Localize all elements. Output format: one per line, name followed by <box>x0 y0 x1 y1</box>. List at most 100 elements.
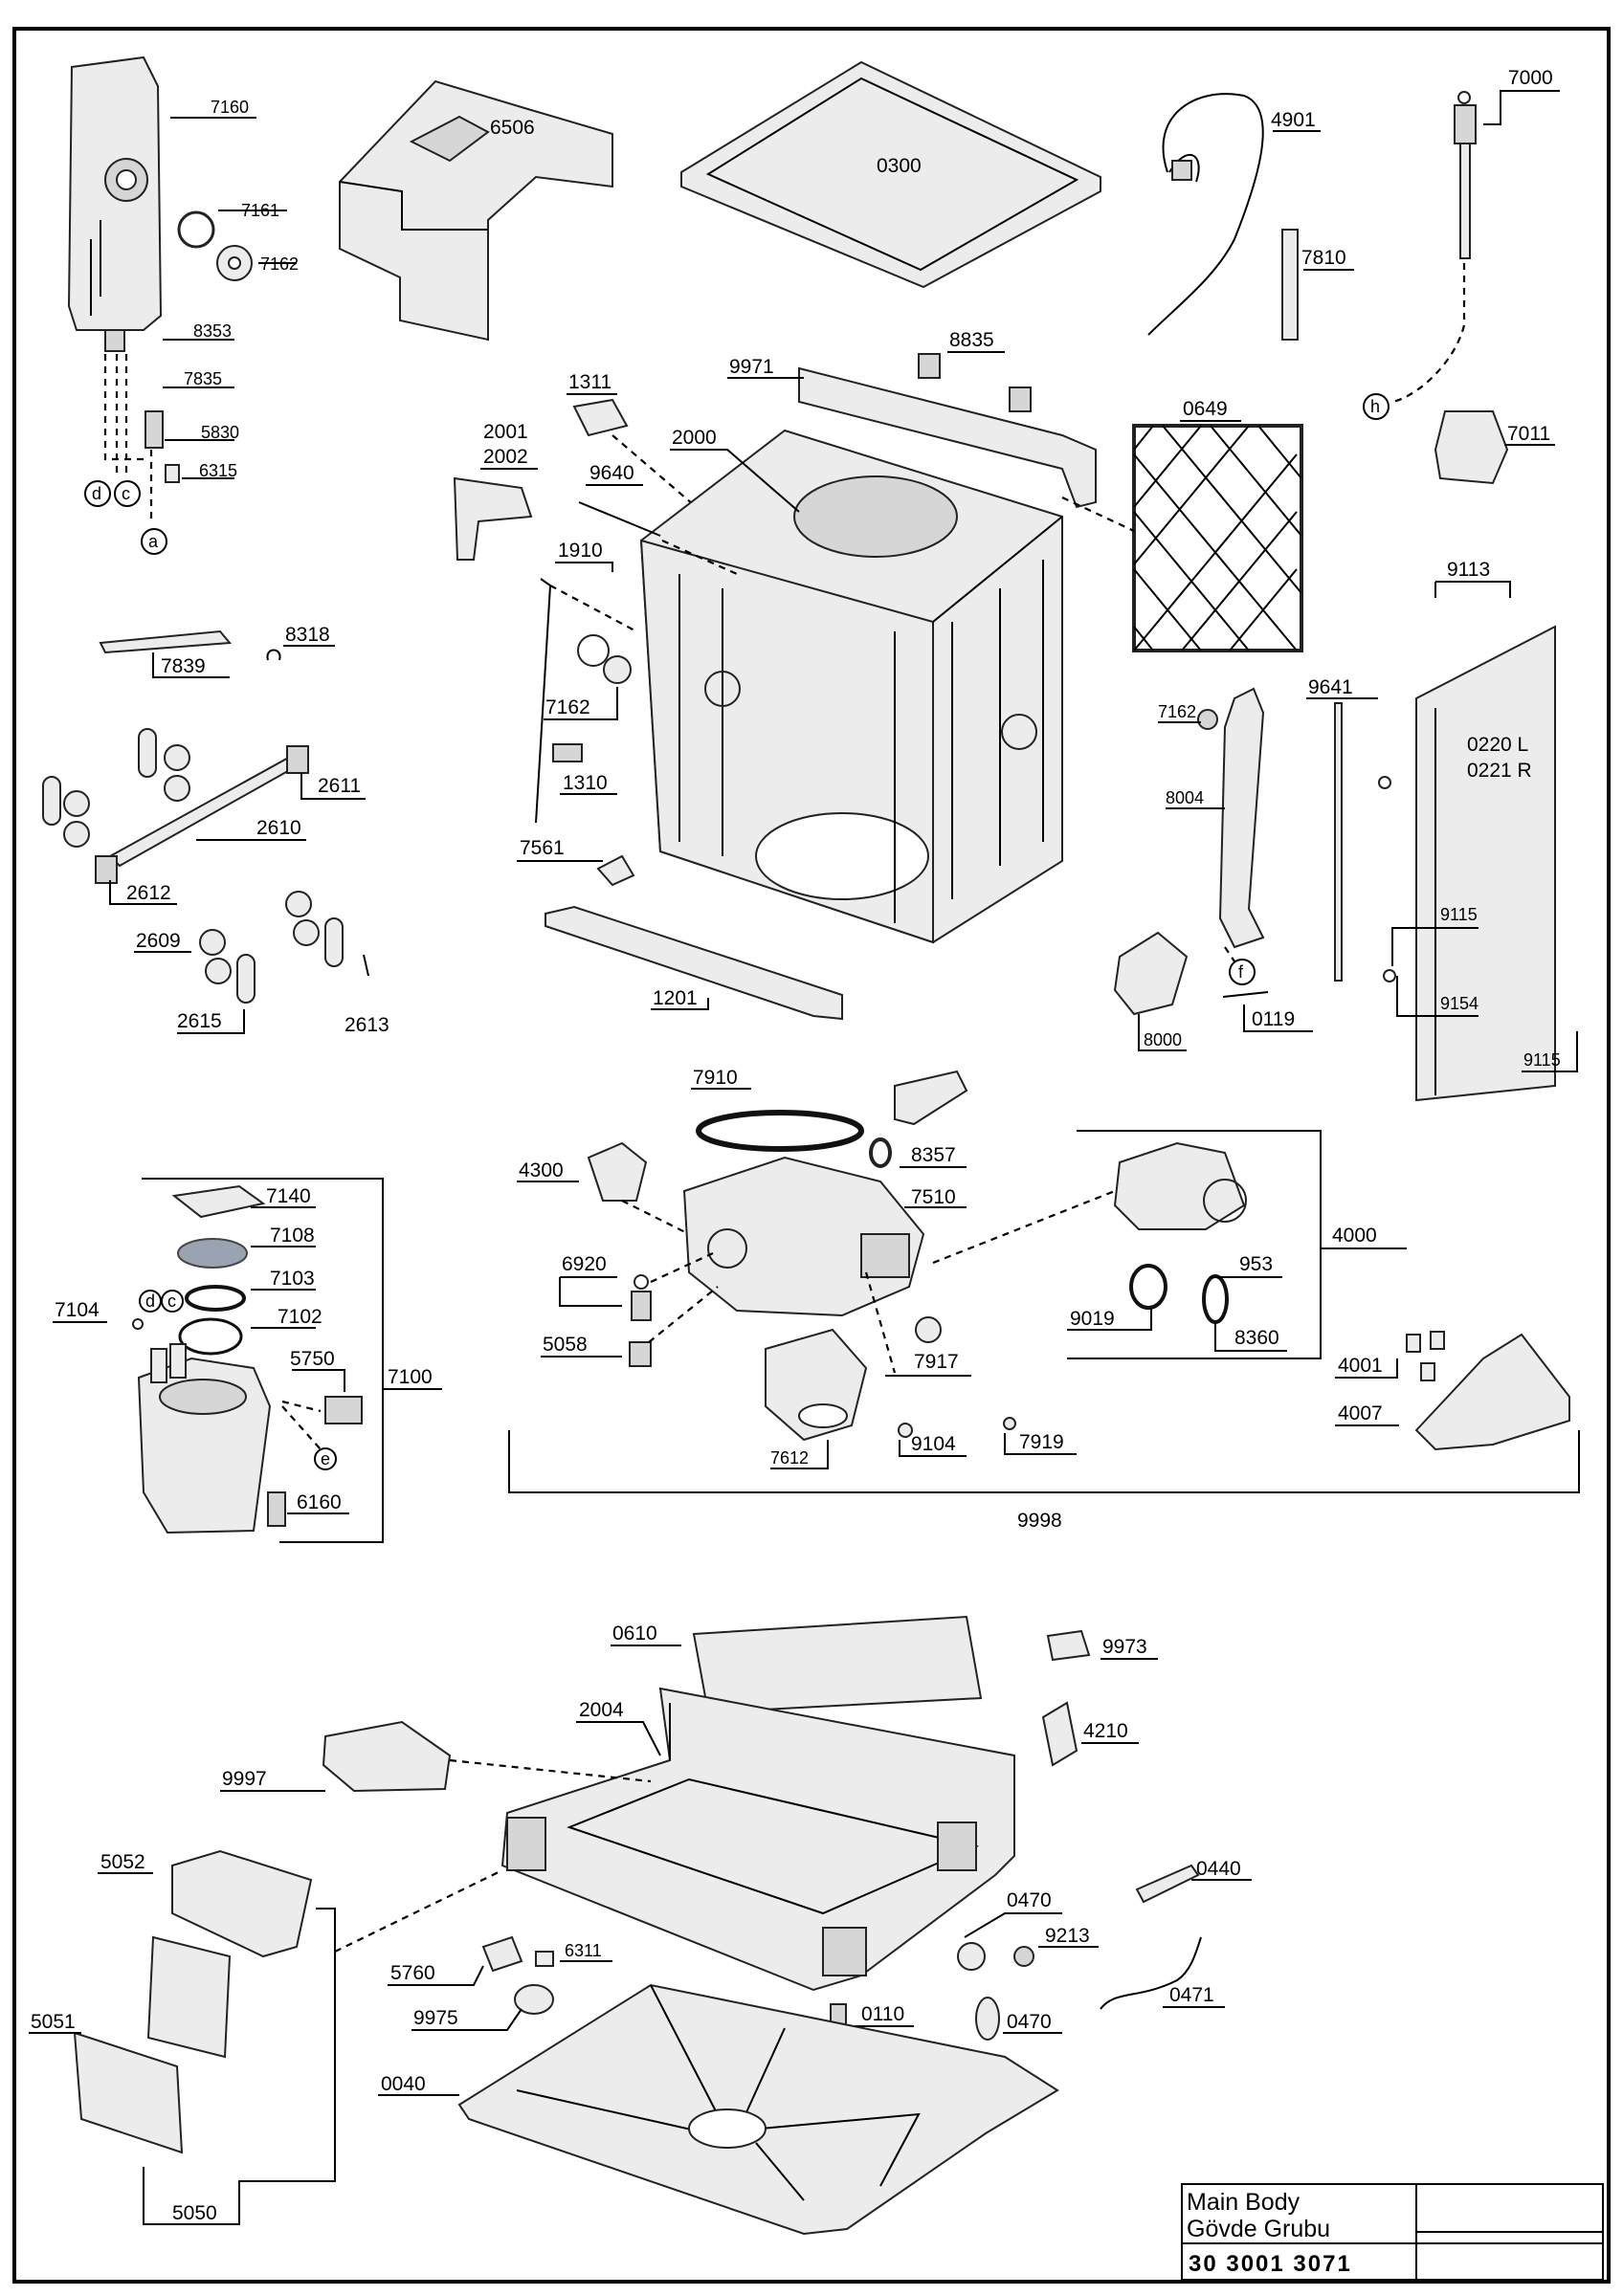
marker-d-label: d <box>92 484 101 503</box>
label-8357: 8357 <box>911 1144 956 1166</box>
label-2001: 2001 <box>483 421 528 443</box>
wheel-set-right <box>199 891 344 1004</box>
part-7108-seal <box>177 1238 248 1269</box>
title-block <box>1181 2183 1604 2281</box>
marker-c-label: c <box>122 484 130 503</box>
part-7102-ring <box>178 1317 243 1356</box>
label-4300: 4300 <box>519 1159 564 1181</box>
label-0110: 0110 <box>861 2003 904 2025</box>
label-2000: 2000 <box>672 427 717 449</box>
part-2611-end-cap <box>286 745 309 774</box>
part-0300-worktop <box>680 60 1101 289</box>
label-2613: 2613 <box>345 1014 389 1036</box>
label-9019: 9019 <box>1070 1308 1115 1330</box>
label-4007: 4007 <box>1338 1402 1383 1424</box>
part-7917-cap <box>915 1316 942 1343</box>
part-7510-sump <box>682 1156 925 1317</box>
label-1310: 1310 <box>563 772 608 794</box>
label-9997: 9997 <box>222 1768 267 1790</box>
part-0220-side-panel <box>1415 625 1556 1102</box>
part-8318-clip <box>266 649 281 661</box>
label-6920: 6920 <box>562 1253 607 1275</box>
part-1201-rail <box>545 905 843 1021</box>
part-7103-ring <box>185 1285 246 1312</box>
label-4210: 4210 <box>1083 1720 1128 1742</box>
label-0470-lower: 0470 <box>1007 2011 1052 2033</box>
label-6311: 6311 <box>565 1941 602 1960</box>
label-7510: 7510 <box>911 1186 956 1208</box>
part-7561-bracket <box>596 854 635 887</box>
label-1311: 1311 <box>568 371 611 393</box>
label-4901: 4901 <box>1271 109 1316 131</box>
part-8360-clamp <box>1202 1274 1229 1324</box>
part-9019-ring <box>1129 1264 1167 1310</box>
part-7162-disc <box>216 245 253 281</box>
label-9973: 9973 <box>1102 1636 1147 1658</box>
marker-d2-label: d <box>145 1292 155 1311</box>
part-5051-board <box>146 1935 232 2059</box>
label-6315: 6315 <box>199 461 237 480</box>
part-7612-filter <box>765 1328 868 1442</box>
part-7000-sensor <box>1454 91 1477 259</box>
part-7910-gasket <box>696 1110 864 1152</box>
part-9973-switch <box>1046 1629 1091 1662</box>
label-7011: 7011 <box>1507 423 1550 445</box>
label-0470-upper: 0470 <box>1007 1889 1052 1911</box>
label-7561: 7561 <box>520 837 565 859</box>
label-5052: 5052 <box>100 1851 145 1873</box>
part-0440-heater <box>1135 1864 1200 1904</box>
label-1201: 1201 <box>653 987 698 1009</box>
part-6311-clip <box>535 1951 554 1967</box>
part-7810-tube <box>1281 229 1299 341</box>
marker-f <box>1229 959 1256 985</box>
part-2004-base-frame <box>500 1687 1015 1992</box>
label-0649: 0649 <box>1183 398 1228 420</box>
title-en: Main Body <box>1187 2189 1301 2216</box>
marker-c2-label: c <box>167 1292 176 1311</box>
marker-e-label: e <box>321 1449 330 1468</box>
part-0040-base-tray <box>457 1983 1059 2236</box>
label-7810: 7810 <box>1301 247 1346 269</box>
label-7104: 7104 <box>55 1299 100 1321</box>
label-9154: 9154 <box>1440 994 1478 1013</box>
label-5051: 5051 <box>31 2011 76 2033</box>
part-softener-body <box>137 1343 272 1534</box>
part-9213-nut <box>1013 1946 1034 1967</box>
part-0471-strap <box>1100 1936 1202 2010</box>
label-9104: 9104 <box>911 1433 956 1455</box>
marker-e <box>314 1447 337 1470</box>
label-5750: 5750 <box>290 1348 335 1370</box>
label-5760: 5760 <box>390 1962 435 1984</box>
title-tr: Gövde Grubu <box>1187 2216 1330 2242</box>
part-6315-clip <box>165 464 180 483</box>
label-7102: 7102 <box>278 1306 322 1328</box>
screw-icon <box>1378 776 1391 789</box>
label-5050: 5050 <box>172 2202 217 2224</box>
label-4001: 4001 <box>1338 1355 1383 1377</box>
label-0471: 0471 <box>1169 1984 1214 2006</box>
part-7919-screw <box>1003 1417 1016 1430</box>
label-7839: 7839 <box>161 655 206 677</box>
part-8004-arm <box>1197 687 1265 949</box>
label-9115-lower: 9115 <box>1523 1050 1561 1070</box>
label-2609: 2609 <box>136 930 181 952</box>
washer-icon <box>1383 969 1396 982</box>
label-7910: 7910 <box>693 1067 738 1089</box>
label-2612: 2612 <box>126 882 171 904</box>
label-0610: 0610 <box>612 1623 657 1645</box>
label-0119: 0119 <box>1252 1008 1295 1030</box>
part-0470-float-lower <box>975 1997 1000 2041</box>
part-4210-switch <box>1041 1701 1078 1767</box>
label-9975: 9975 <box>413 2007 458 2029</box>
label-8318: 8318 <box>285 624 330 646</box>
label-7835: 7835 <box>184 369 222 388</box>
label-7161: 7161 <box>241 201 279 220</box>
label-8000: 8000 <box>1144 1030 1182 1049</box>
label-5830: 5830 <box>201 423 239 442</box>
sheet-border <box>12 27 1611 2284</box>
label-2615: 2615 <box>177 1010 222 1032</box>
part-4300-dispenser <box>587 1141 648 1202</box>
marker-c <box>114 480 141 507</box>
label-5058: 5058 <box>543 1334 588 1356</box>
label-7162: 7162 <box>260 254 299 274</box>
